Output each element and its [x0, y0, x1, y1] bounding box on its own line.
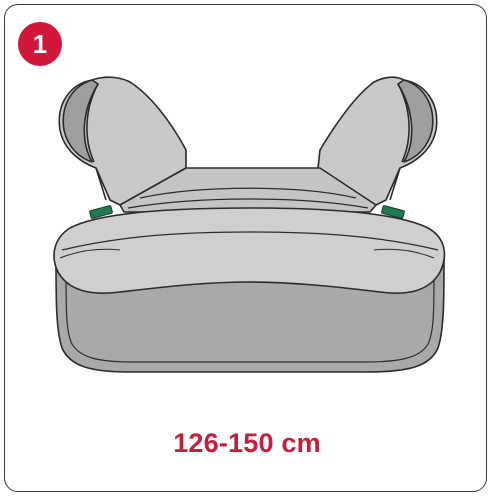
cushion-top-surface	[53, 207, 446, 294]
left-armrest	[58, 76, 187, 206]
right-isofix-connector	[381, 205, 405, 219]
step-number-badge: 1	[18, 22, 62, 66]
child-height-range: 126-150 cm	[173, 428, 321, 458]
booster-seat-illustration	[53, 76, 446, 373]
left-isofix-connector	[89, 205, 113, 219]
